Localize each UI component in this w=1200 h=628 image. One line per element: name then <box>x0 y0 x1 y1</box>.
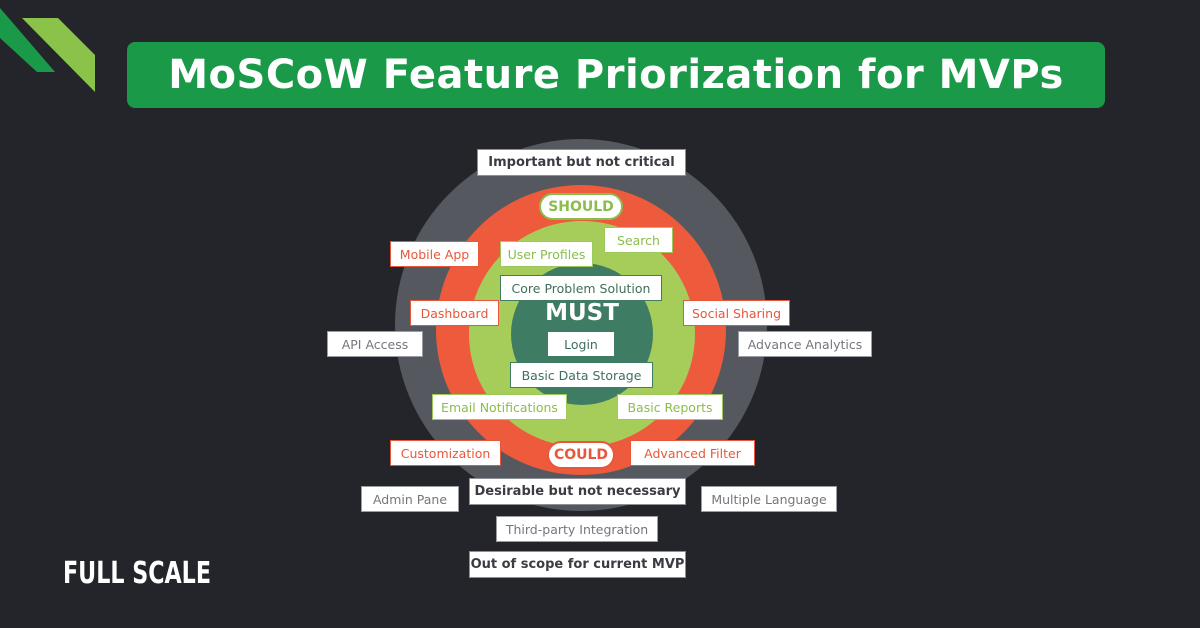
feature-basic-data-storage: Basic Data Storage <box>510 362 653 388</box>
should-heading: Important but not critical <box>477 149 686 176</box>
wont-heading: Out of scope for current MVP <box>469 551 686 578</box>
feature-core-problem-solution: Core Problem Solution <box>500 275 662 301</box>
feature-user-profiles: User Profiles <box>500 241 593 267</box>
feature-search: Search <box>604 227 673 253</box>
feature-advanced-filter: Advanced Filter <box>630 440 755 466</box>
feature-basic-reports: Basic Reports <box>617 394 723 420</box>
feature-mobile-app: Mobile App <box>390 241 479 267</box>
feature-customization: Customization <box>390 440 501 466</box>
corner-stripe-dark <box>0 8 55 72</box>
feature-login: Login <box>547 331 615 357</box>
feature-dashboard: Dashboard <box>410 300 499 326</box>
must-label: MUST <box>545 300 619 326</box>
could-heading: Desirable but not necessary <box>469 478 686 505</box>
feature-third-party-integration: Third-party Integration <box>496 516 658 542</box>
feature-social-sharing: Social Sharing <box>683 300 790 326</box>
title-banner: MoSCoW Feature Priorization for MVPs <box>127 42 1105 108</box>
corner-accent-stripes <box>0 8 95 92</box>
feature-multiple-language: Multiple Language <box>701 486 837 512</box>
feature-email-notifications: Email Notifications <box>432 394 567 420</box>
should-pill: SHOULD <box>539 193 623 220</box>
brand-logo: FULL SCALE <box>63 556 211 591</box>
feature-advance-analytics: Advance Analytics <box>738 331 872 357</box>
could-pill: COULD <box>547 441 615 469</box>
feature-api-access: API Access <box>327 331 423 357</box>
page-title: MoSCoW Feature Priorization for MVPs <box>168 52 1064 98</box>
corner-stripe-light <box>22 18 95 92</box>
feature-admin-pane: Admin Pane <box>361 486 459 512</box>
